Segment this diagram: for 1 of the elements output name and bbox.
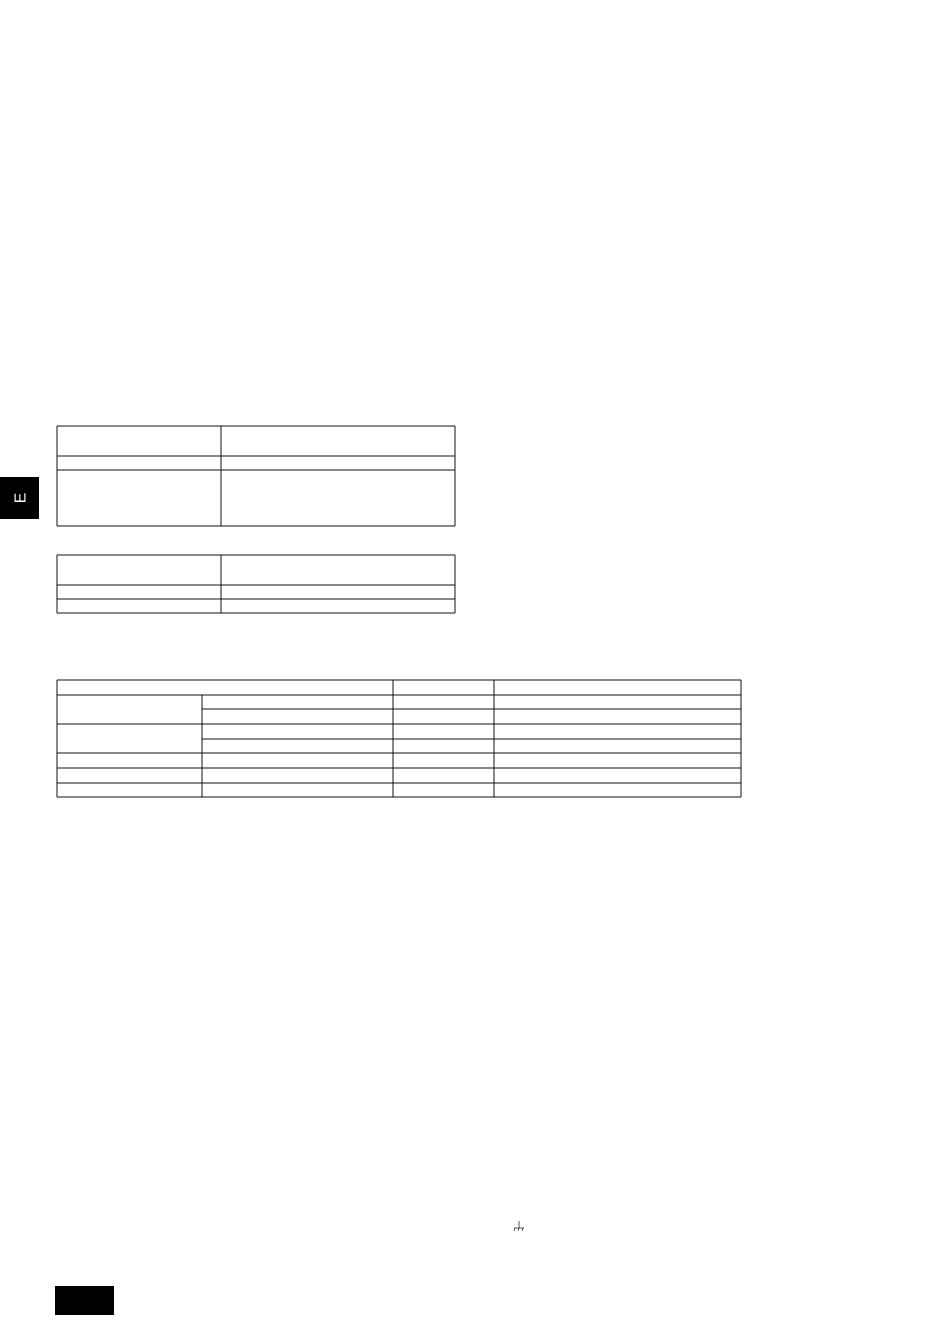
side-tab: E <box>0 477 39 519</box>
